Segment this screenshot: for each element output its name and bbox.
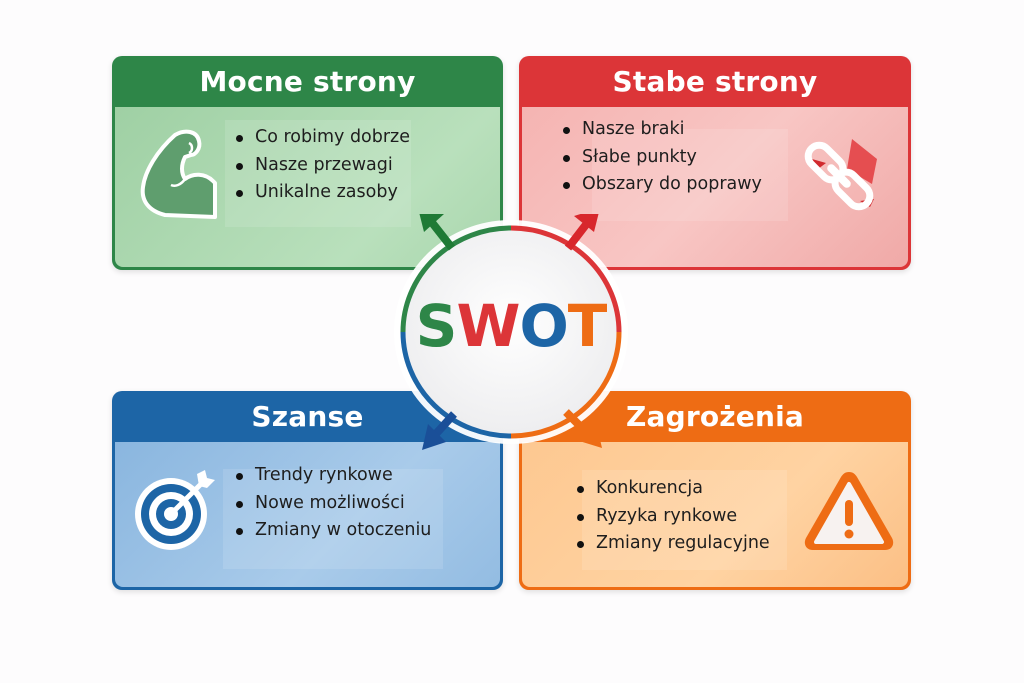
threats-body: Konkurencja Ryzyka rynkowe Zmiany regula… — [522, 442, 908, 587]
threats-title: Zagrożenia — [626, 400, 804, 433]
text-backdrop — [225, 120, 411, 227]
list-item: Ryzyka rynkowe — [574, 503, 770, 531]
list-item: Nasze braki — [560, 116, 762, 144]
opportunities-body: Trendy rynkowe Nowe możliwości Zmiany w … — [115, 442, 500, 587]
list-item: Obszary do poprawy — [560, 171, 762, 199]
letter-w: W — [456, 292, 520, 360]
strengths-body: Co robimy dobrze Nasze przewagi Unikalne… — [115, 107, 500, 267]
arrow-down-right-icon — [563, 409, 602, 448]
swot-center-circle: SWOT — [388, 214, 634, 450]
list-item: Zmiany w otoczeniu — [233, 517, 431, 545]
broken-chain-link-icon — [792, 129, 887, 228]
target-icon — [133, 466, 223, 555]
weaknesses-list: Nasze braki Słabe punkty Obszary do popr… — [560, 116, 762, 199]
letter-s: S — [415, 292, 458, 360]
arrow-up-right-icon — [564, 214, 599, 251]
cycle-ring — [394, 214, 628, 450]
weaknesses-title: Stabe strony — [612, 65, 818, 98]
weaknesses-body: Nasze braki Słabe punkty Obszary do popr… — [522, 107, 908, 267]
arrow-up-left-icon — [419, 214, 456, 251]
text-backdrop — [223, 469, 443, 569]
swot-title: SWOT — [388, 292, 634, 360]
opportunities-title: Szanse — [251, 400, 364, 433]
list-item: Nowe możliwości — [233, 490, 431, 518]
letter-o: O — [519, 292, 568, 360]
list-item: Co robimy dobrze — [233, 124, 410, 152]
warning-triangle-icon — [800, 466, 898, 560]
weaknesses-quadrant: Stabe strony Nasze braki Słabe punkty Ob… — [519, 56, 911, 270]
opportunities-list: Trendy rynkowe Nowe możliwości Zmiany w … — [233, 462, 431, 545]
list-item: Słabe punkty — [560, 144, 762, 172]
letter-t: T — [567, 292, 608, 360]
text-backdrop — [592, 129, 788, 221]
list-item: Zmiany regulacyjne — [574, 530, 770, 558]
strengths-quadrant: Mocne strony Co robimy dobrze Nasze prze… — [112, 56, 503, 270]
list-item: Konkurencja — [574, 475, 770, 503]
list-item: Nasze przewagi — [233, 152, 410, 180]
list-item: Unikalne zasoby — [233, 179, 410, 207]
text-backdrop — [582, 470, 787, 570]
threats-quadrant: Zagrożenia Konkurencja Ryzyka rynkowe Zm… — [519, 391, 911, 590]
arrow-down-left-icon — [422, 411, 457, 450]
strengths-title: Mocne strony — [199, 65, 416, 98]
strengths-list: Co robimy dobrze Nasze przewagi Unikalne… — [233, 124, 410, 207]
opportunities-quadrant: Szanse Trendy rynkowe Nowe możliwości Zm… — [112, 391, 503, 590]
threats-list: Konkurencja Ryzyka rynkowe Zmiany regula… — [574, 475, 770, 558]
list-item: Trendy rynkowe — [233, 462, 431, 490]
flexed-arm-icon — [135, 127, 220, 226]
